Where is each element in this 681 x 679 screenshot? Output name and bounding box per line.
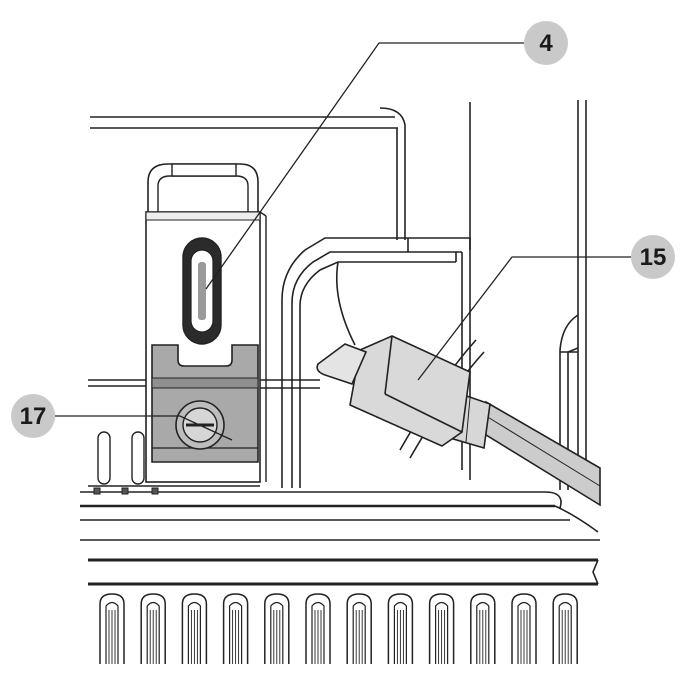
comb-tooth <box>428 593 455 664</box>
leader-line-17 <box>55 415 233 441</box>
callout-badge <box>524 21 568 65</box>
right-clip <box>559 314 579 490</box>
callout-17: 17 <box>11 394 55 438</box>
comb-tooth <box>346 593 372 664</box>
comb-tooth <box>181 593 208 664</box>
callout-15: 15 <box>631 235 675 279</box>
comb-tooth <box>140 593 166 664</box>
comb-tooth <box>470 593 496 664</box>
usb-c-cable <box>316 335 601 507</box>
leader-line-4 <box>205 42 524 290</box>
housing-frame <box>88 100 587 490</box>
comb-tooth <box>387 593 414 664</box>
usb-c-port <box>182 237 222 345</box>
comb-tooth <box>552 593 578 664</box>
comb-tooth <box>99 593 125 664</box>
leader-lines <box>55 42 633 441</box>
callout-label: 17 <box>20 403 47 430</box>
guide-pins <box>97 431 145 485</box>
comb-tooth <box>305 593 331 664</box>
base-clips <box>93 487 159 495</box>
callout-label: 15 <box>640 244 667 271</box>
base-plate <box>80 491 600 586</box>
callout-badge <box>11 394 55 438</box>
comb-tooth <box>511 593 537 664</box>
callout-label: 4 <box>539 30 553 57</box>
callout-badge <box>631 235 675 279</box>
cable-guide-rail <box>281 237 485 488</box>
comb-teeth <box>99 593 578 664</box>
comb-tooth <box>222 593 249 664</box>
comb-tooth <box>264 593 290 664</box>
callout-4: 4 <box>524 21 568 65</box>
leader-line-15 <box>417 256 633 381</box>
